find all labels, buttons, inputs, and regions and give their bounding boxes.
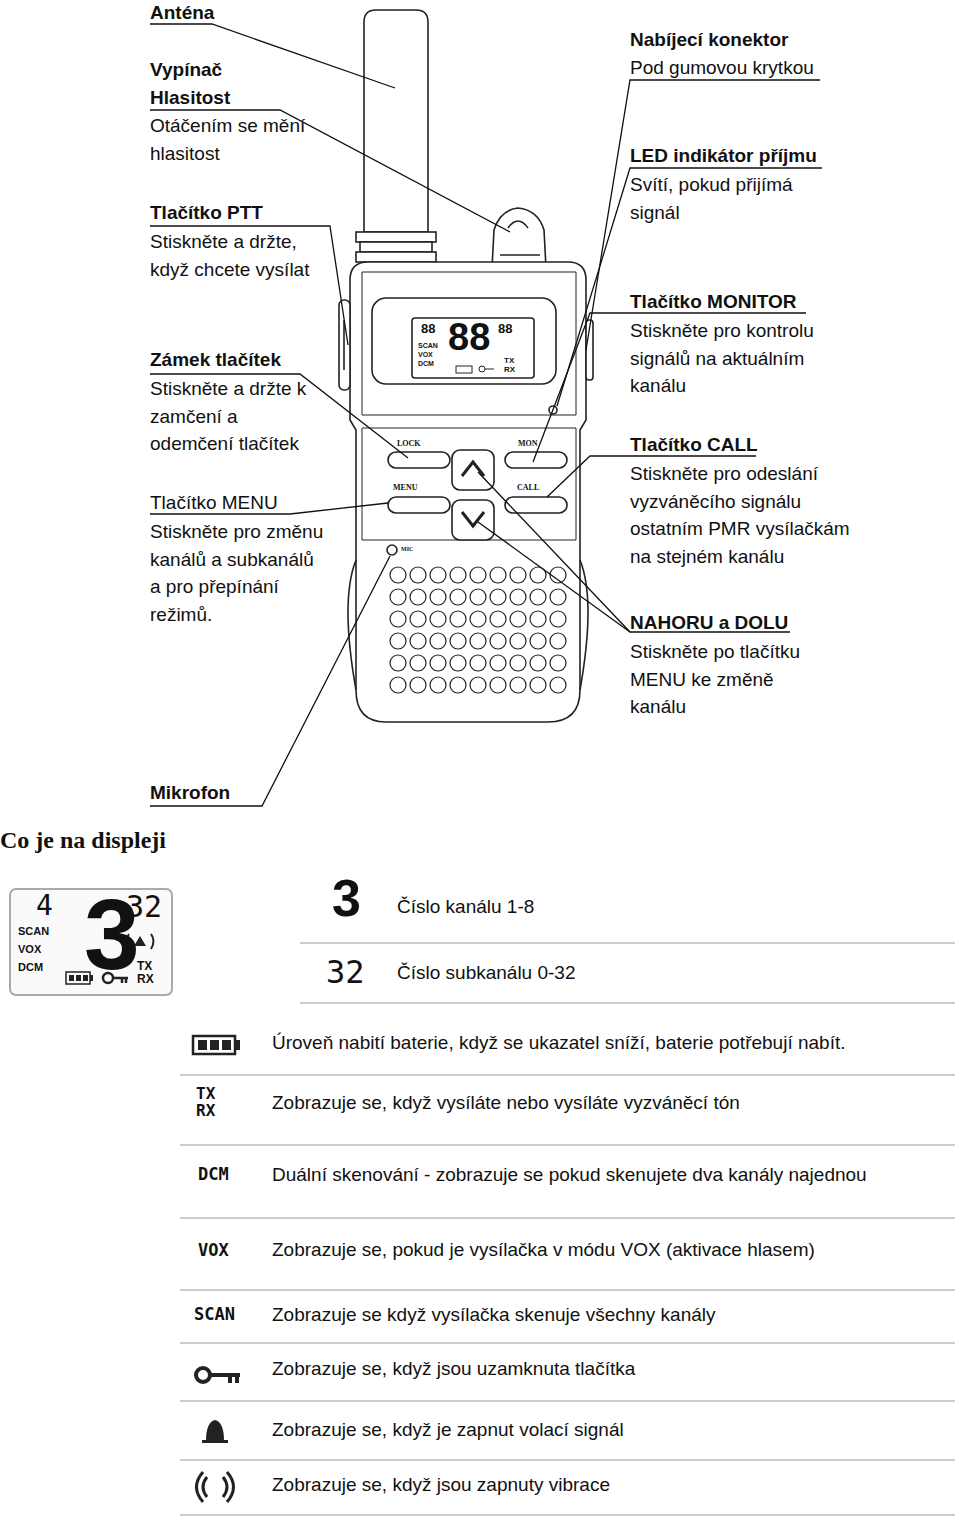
table-cell: Zobrazuje se, když jsou uzamknuta tlačít… — [272, 1358, 635, 1381]
lcd-digits: 4 — [36, 892, 53, 920]
table-cell: Úroveň nabití baterie, když se ukazatel … — [272, 1032, 846, 1055]
part-label: NAHORU a DOLU — [630, 610, 788, 637]
table-cell: Zobrazuje se když vysílačka skenuje všec… — [272, 1304, 716, 1327]
button-label: LOCK — [397, 440, 421, 448]
lcd-icon: VOX — [198, 1242, 229, 1259]
lcd-icon: TX — [137, 960, 152, 972]
lcd-icon: DCM — [198, 1166, 229, 1183]
part-label: Vypínač Hlasitost — [150, 56, 300, 111]
part-label: Nabíjecí konektor — [630, 27, 788, 54]
lcd-digits: 32 — [126, 892, 162, 922]
lcd-icon: VOX — [418, 351, 433, 358]
part-label: Mikrofon — [150, 782, 230, 805]
lcd-icon: SCAN — [194, 1306, 235, 1323]
lcd-digits: 3 — [332, 872, 361, 924]
part-label: Anténa — [150, 0, 214, 27]
part-note: Otáčením se mění hlasitost — [150, 112, 310, 167]
table-cell: Číslo kanálu 1-8 — [397, 896, 534, 919]
lcd-digits: 88 — [448, 318, 490, 356]
lcd-icon: DCM — [418, 360, 434, 367]
part-note: Svítí, pokud přijímá signál — [630, 171, 830, 226]
table-cell: Zobrazuje se, když jsou zapnuty vibrace — [272, 1474, 610, 1497]
part-label: Tlačítko MONITOR — [630, 289, 796, 316]
lcd-icon: VOX — [18, 944, 41, 955]
part-label: Zámek tlačítek — [150, 347, 281, 374]
part-note: Stiskněte a držte, když chcete vysílat — [150, 228, 330, 283]
part-label: LED indikátor příjmu — [630, 143, 817, 170]
part-note: Stiskněte pro kontrolu signálů na aktuál… — [630, 317, 855, 400]
lcd-icon: TX — [504, 357, 514, 365]
section-heading: Co je na displeji — [0, 826, 166, 855]
part-note: Stiskněte po tlačítku MENU ke změně kaná… — [630, 638, 820, 721]
table-cell: Duální skenování - zobrazuje se pokud sk… — [272, 1164, 867, 1187]
lcd-icon: RX — [137, 973, 154, 985]
part-note: Pod gumovou krytkou — [630, 55, 814, 82]
button-label: CALL — [517, 484, 539, 492]
table-cell: Číslo subkanálu 0-32 — [397, 962, 576, 985]
lcd-icon: DCM — [18, 962, 43, 973]
part-label: Tlačítko MENU — [150, 490, 278, 517]
button-label: MON — [518, 440, 538, 448]
part-label: Tlačítko PTT — [150, 200, 263, 227]
lcd-icon: SCAN — [18, 926, 49, 937]
table-cell: Zobrazuje se, když vysíláte nebo vysílát… — [272, 1092, 740, 1115]
part-note: Stiskněte pro odeslání vyzváněcího signá… — [630, 460, 855, 570]
lcd-digits: 32 — [326, 956, 365, 988]
part-label: Tlačítko CALL — [630, 432, 758, 459]
table-cell: Zobrazuje se, pokud je vysílačka v módu … — [272, 1239, 815, 1262]
lcd-digits: 88 — [498, 322, 512, 335]
lcd-icon: SCAN — [418, 342, 438, 349]
part-note: Stiskněte a držte k zamčení a odemčení t… — [150, 375, 325, 458]
part-note: Stiskněte pro změnu kanálů a subkanálů a… — [150, 518, 325, 628]
lcd-icon: RX — [504, 366, 515, 374]
lcd-icon: RX — [196, 1103, 215, 1119]
button-label: MENU — [393, 484, 417, 492]
button-label: MIC — [401, 546, 413, 552]
table-cell: Zobrazuje se, když je zapnut volací sign… — [272, 1419, 624, 1442]
lcd-digits: 88 — [421, 322, 435, 335]
lcd-icon: TX — [196, 1086, 215, 1102]
